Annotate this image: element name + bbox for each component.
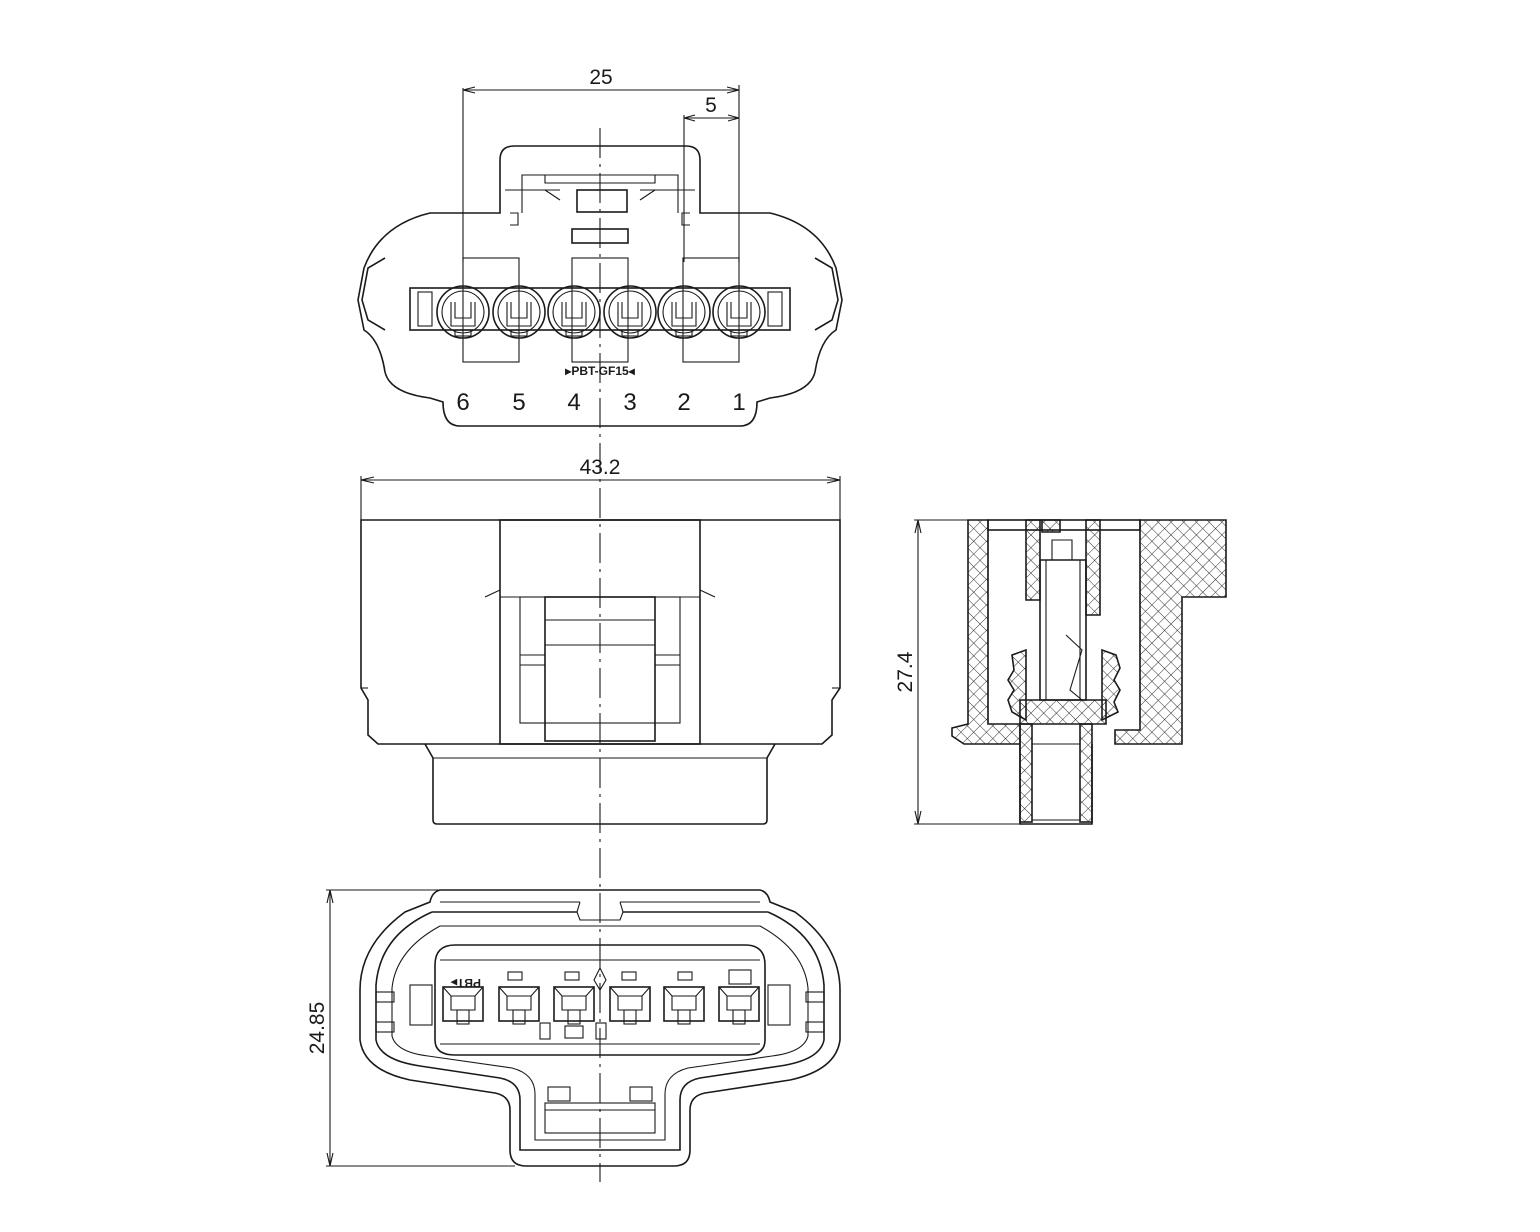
dimension-label-24-85: 24.85	[306, 1002, 329, 1055]
front-cavity-5	[498, 986, 540, 1025]
pin-label-6: 6	[456, 389, 469, 416]
front-cavity-2	[663, 986, 705, 1025]
top-cavity-5	[492, 285, 546, 339]
bottom-view-housing-outline	[359, 889, 841, 1167]
bottom-view-material-mark: PBT▸	[450, 976, 481, 990]
bottom-view: 24.85 PBT▸	[306, 889, 841, 1167]
front-cavity-1	[718, 986, 760, 1025]
top-cavity-1	[712, 285, 766, 339]
middle-view-body-outline	[360, 519, 841, 745]
top-view-side-clip-right	[814, 257, 839, 331]
dimension-label-27-4: 27.4	[894, 651, 917, 692]
bottom-view-cavities	[442, 986, 760, 1025]
pin-number-labels: 6 5 4 3 2 1	[456, 389, 745, 416]
pin-label-2: 2	[677, 389, 690, 416]
section-view-left-wall	[951, 519, 1021, 745]
pin-label-1: 1	[732, 389, 745, 416]
dimension-label-25: 25	[589, 66, 612, 89]
top-view-side-clip-left	[361, 257, 386, 331]
section-view-right-wall	[1114, 519, 1227, 745]
pin-label-3: 3	[623, 389, 636, 416]
section-view-terminal	[1039, 559, 1087, 701]
top-view-cavities	[436, 285, 766, 339]
section-view: 27.4	[894, 519, 1227, 825]
top-cavity-2	[657, 285, 711, 339]
dimension-label-5: 5	[705, 94, 717, 117]
top-cavity-6	[436, 285, 490, 339]
middle-view-latch	[499, 519, 701, 745]
bottom-view-terminal-face	[434, 944, 766, 1056]
pin-label-4: 4	[567, 389, 580, 416]
top-view-housing-outline	[357, 145, 843, 427]
top-view-latch-window	[576, 189, 628, 213]
front-cavity-4	[553, 986, 595, 1025]
top-cavity-3	[603, 285, 657, 339]
top-cavity-4	[547, 285, 601, 339]
pin-label-5: 5	[512, 389, 525, 416]
front-cavity-6	[442, 986, 484, 1025]
front-cavity-3	[609, 986, 651, 1025]
